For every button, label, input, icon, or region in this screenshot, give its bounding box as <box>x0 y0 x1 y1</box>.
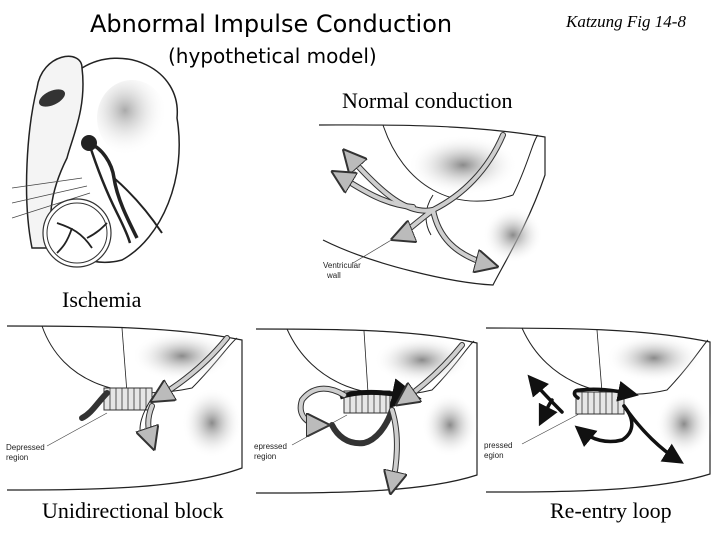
normal-conduction-figure: Ventricular wall <box>313 115 549 303</box>
caption-ischemia: Ischemia <box>62 287 142 312</box>
caption-unidirectional-block: Unidirectional block <box>42 498 224 523</box>
reentry-depressed-region-label-line1: pressed <box>484 441 512 450</box>
slide-subtitle: (hypothetical model) <box>168 44 377 68</box>
caption-normal-conduction: Normal conduction <box>342 88 513 113</box>
slide-title: Abnormal Impulse Conduction <box>90 10 453 38</box>
unidirectional-block-figure: epressed region <box>252 325 480 495</box>
depressed-region-label-line1: Depressed <box>6 443 45 452</box>
ventricular-wall-label-line2: wall <box>326 271 341 280</box>
depressed-region-label-line2: region <box>6 453 28 462</box>
heart-illustration <box>12 48 192 270</box>
figure-citation: Katzung Fig 14-8 <box>566 12 686 31</box>
reentry-depressed-region-label-line2: egion <box>484 451 504 460</box>
ventricular-wall-label-line1: Ventricular <box>323 261 361 270</box>
caption-reentry-loop: Re-entry loop <box>550 498 672 523</box>
reentry-loop-figure: pressed egion <box>482 322 714 494</box>
depressed-region-cut-label-line1: epressed <box>254 442 287 451</box>
depressed-region-cut-label-line2: region <box>254 452 276 461</box>
ischemia-figure: Depressed region <box>2 318 245 492</box>
